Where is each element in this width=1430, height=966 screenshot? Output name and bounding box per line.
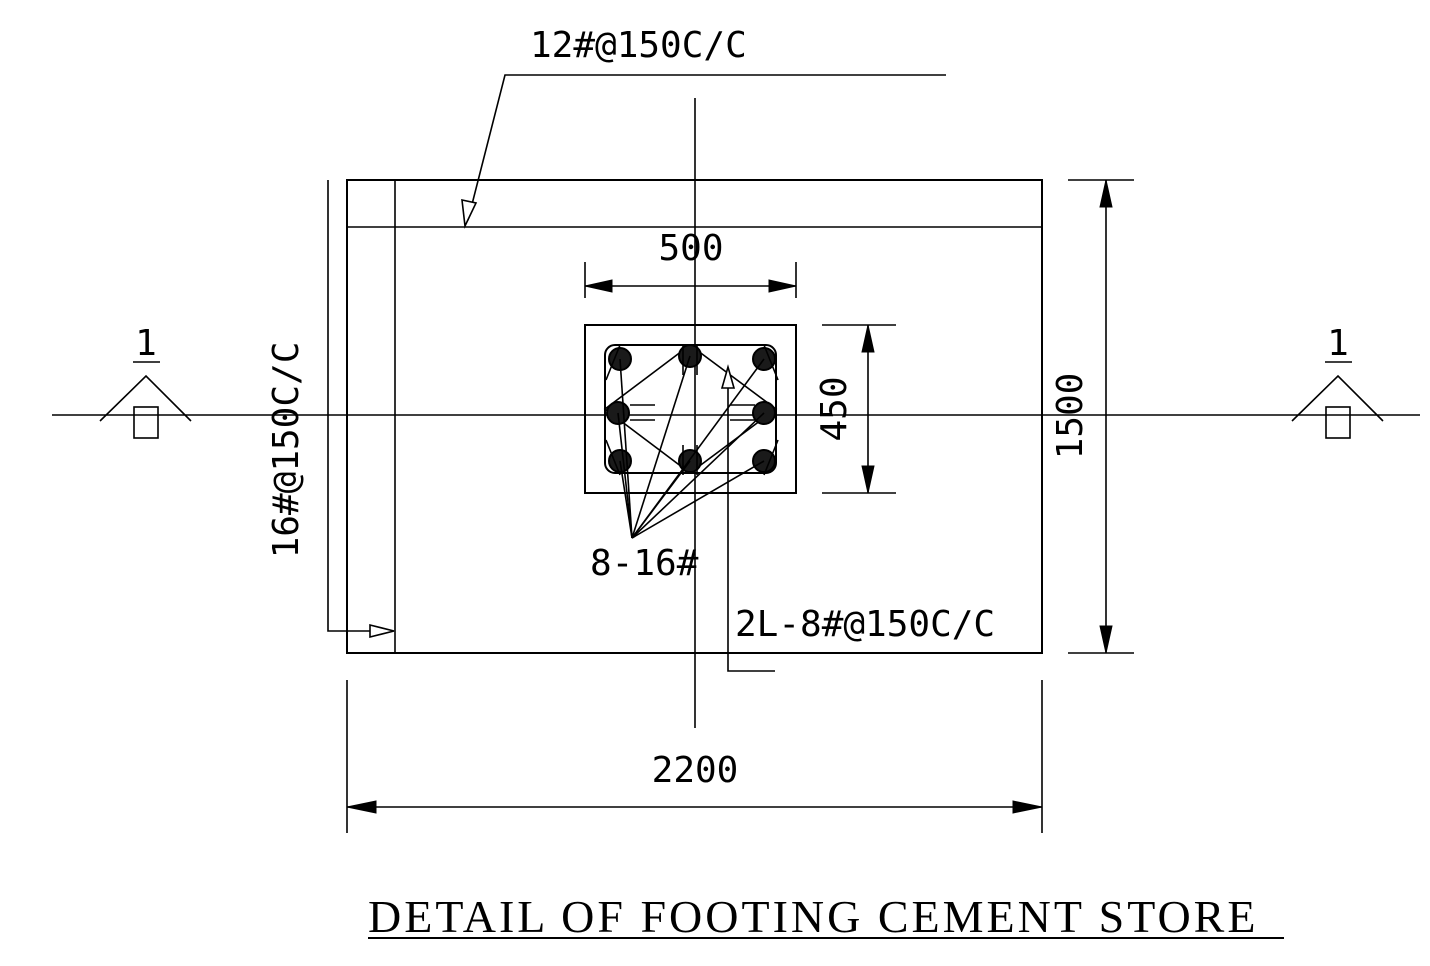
top-bar-leader xyxy=(461,74,946,229)
center-lines xyxy=(52,98,1420,728)
section-marker-right xyxy=(1291,361,1384,439)
column-bars-leaders xyxy=(617,355,765,539)
dimension-500 xyxy=(584,262,797,298)
drawing-title: DETAIL OF FOOTING CEMENT STORE xyxy=(368,891,1258,942)
dimension-1500 xyxy=(1068,179,1134,654)
bottom-bars-label: 16#@150C/C xyxy=(266,342,307,559)
section-marker-left xyxy=(99,361,192,439)
section-mark-left-label: 1 xyxy=(135,323,157,364)
ties-leader xyxy=(720,364,775,672)
dimension-2200 xyxy=(346,680,1043,833)
section-mark-right-label: 1 xyxy=(1327,323,1349,364)
bottom-bar-leader xyxy=(327,180,395,639)
dimension-450 xyxy=(822,324,896,494)
footing-width-label: 2200 xyxy=(652,750,739,791)
ties-label: 2L-8#@150C/C xyxy=(735,604,995,645)
column-section xyxy=(584,324,797,494)
column-bars-label: 8-16# xyxy=(590,543,699,584)
column-width-label: 500 xyxy=(658,228,723,269)
column-depth-label: 450 xyxy=(814,376,855,441)
top-bars-label: 12#@150C/C xyxy=(530,25,747,66)
footing-length-label: 1500 xyxy=(1050,373,1091,460)
